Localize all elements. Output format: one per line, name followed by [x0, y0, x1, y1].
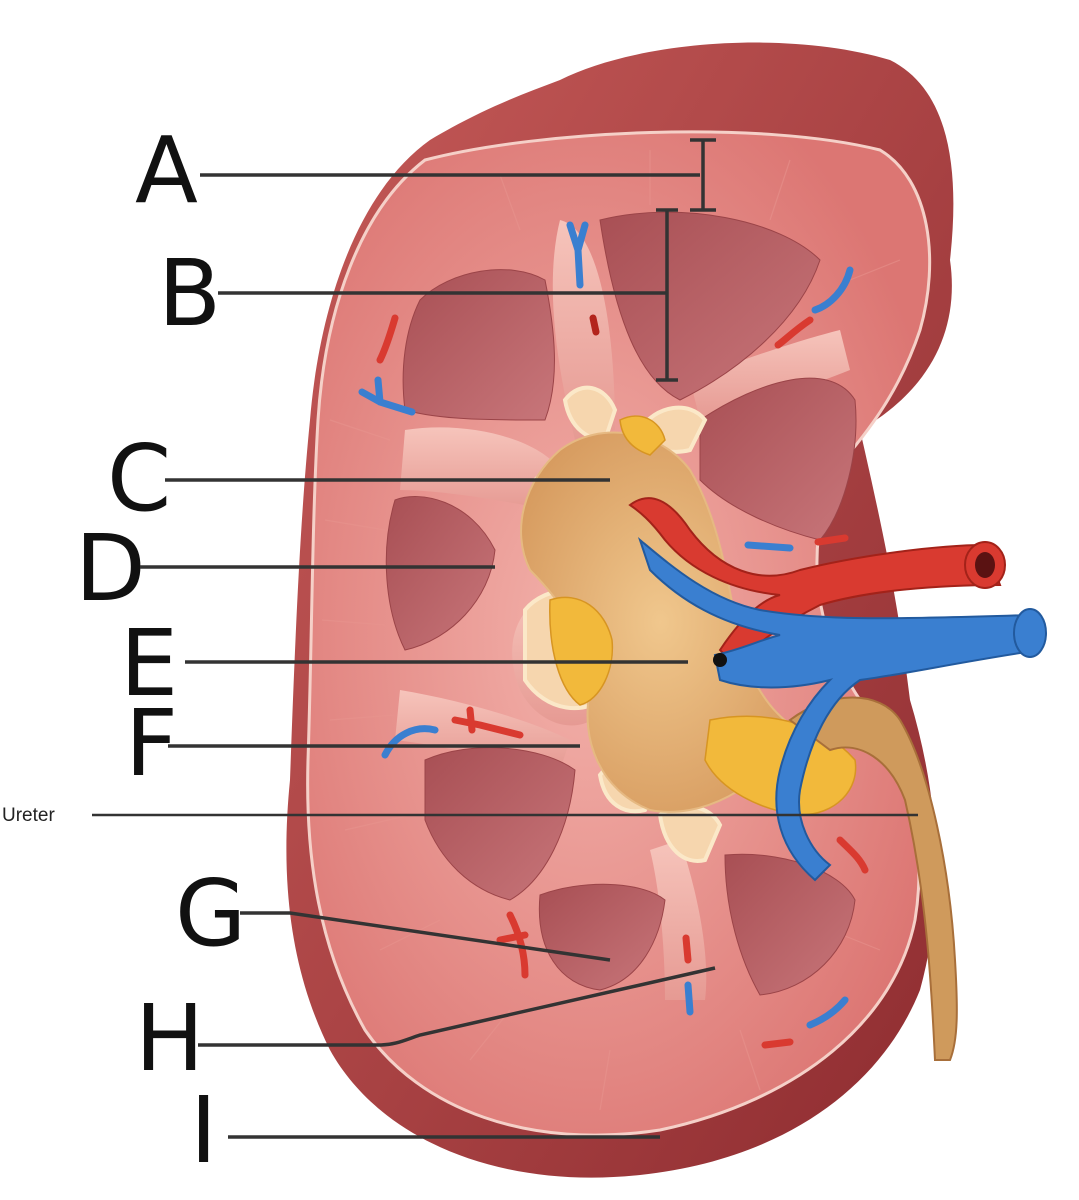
interlobar-vessels — [358, 221, 869, 1049]
label-ureter: Ureter — [2, 805, 55, 826]
ureter — [788, 696, 958, 1061]
label-b: B — [158, 240, 221, 347]
label-e: E — [120, 610, 178, 717]
pyramid-upper-left — [402, 269, 555, 421]
label-b-group: B — [158, 208, 678, 382]
label-a: A — [135, 117, 198, 224]
pyramid-lower-mid — [538, 883, 666, 991]
leader-g — [240, 911, 611, 962]
label-c: C — [107, 425, 171, 532]
artery-lumen — [975, 552, 995, 578]
pyramid-right — [699, 377, 857, 541]
renal-pyramids — [385, 211, 857, 996]
renal-artery — [628, 497, 1002, 667]
pyramid-left-d — [385, 496, 496, 651]
renal-vein — [637, 536, 1042, 882]
cortex-striations — [321, 150, 901, 1111]
renal-vein-opening — [1013, 608, 1047, 658]
pyramid-top — [599, 211, 821, 401]
label-f: F — [125, 690, 178, 797]
label-h: H — [135, 985, 204, 1092]
label-d: D — [75, 515, 146, 622]
label-a-group: A — [135, 117, 716, 224]
pyramid-lower-left — [424, 747, 576, 901]
label-g: G — [175, 860, 246, 967]
vessel-cut — [713, 653, 727, 667]
leader-h — [198, 966, 716, 1047]
label-i: I — [190, 1077, 217, 1184]
